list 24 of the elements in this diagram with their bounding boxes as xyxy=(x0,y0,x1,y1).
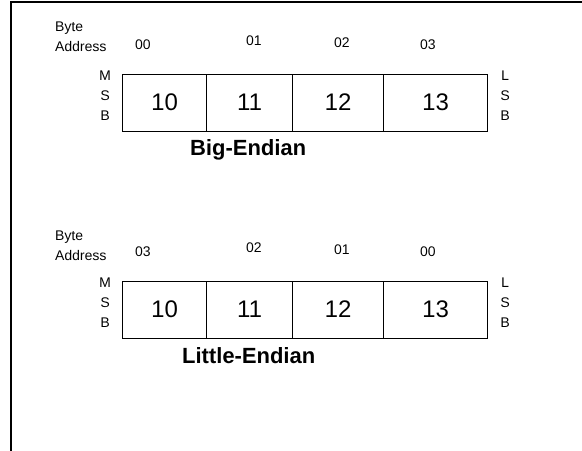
byte-value: 10 xyxy=(151,296,178,324)
section-title: Little-Endian xyxy=(182,346,316,366)
byte-address: 01 xyxy=(334,240,350,259)
byte-address: 02 xyxy=(334,33,350,52)
byte-address: 03 xyxy=(135,242,151,261)
axis-label: Byte Address xyxy=(55,226,108,265)
byte-value: 12 xyxy=(324,89,352,117)
msb-label: M S B xyxy=(99,66,111,125)
lsb-label: L S B xyxy=(499,273,511,332)
axis-label: Byte Address xyxy=(55,17,108,56)
msb-label: M S B xyxy=(99,273,111,332)
byte-address: 02 xyxy=(246,238,262,257)
byte-value: 10 xyxy=(151,89,178,117)
byte-value: 13 xyxy=(422,89,449,117)
byte-address: 00 xyxy=(420,242,436,261)
lsb-label: L S B xyxy=(499,66,511,125)
byte-value: 11 xyxy=(237,296,262,324)
byte-address: 01 xyxy=(246,31,262,50)
byte-value: 13 xyxy=(422,296,449,324)
section-title: Big-Endian xyxy=(190,138,306,158)
byte-address: 00 xyxy=(135,35,151,54)
byte-value: 11 xyxy=(237,89,262,117)
byte-address: 03 xyxy=(420,35,436,54)
byte-value: 12 xyxy=(324,296,352,324)
